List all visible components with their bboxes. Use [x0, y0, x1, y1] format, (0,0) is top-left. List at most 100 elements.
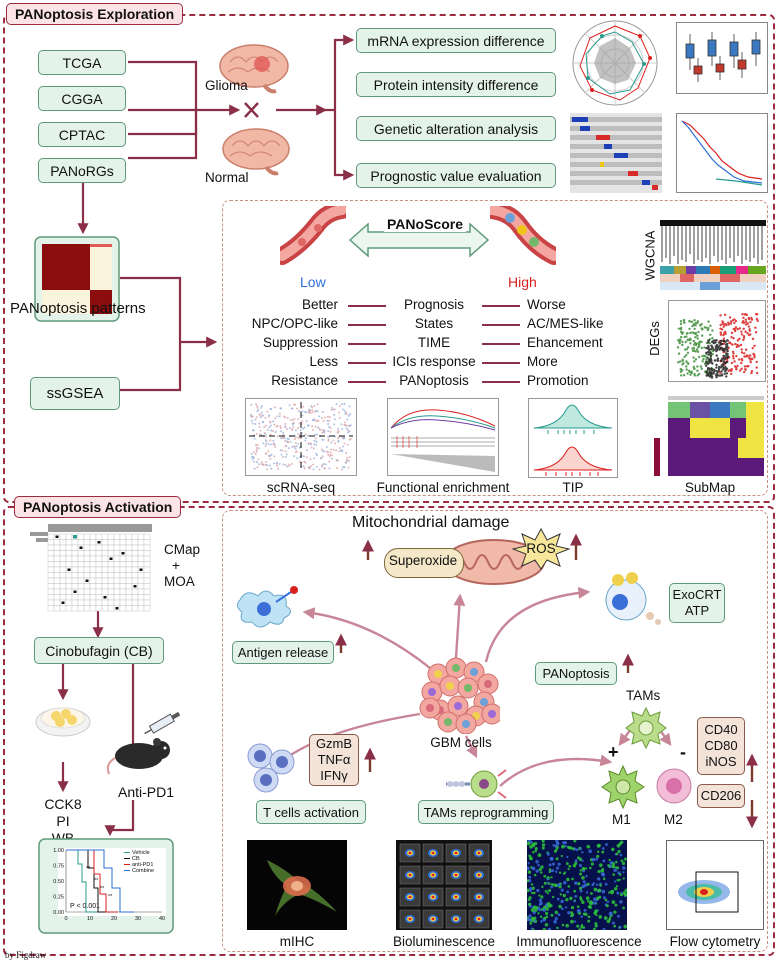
cinobufagin-box: Cinobufagin (CB) — [34, 637, 164, 664]
exocrt-label: ExoCRT — [672, 587, 722, 602]
m2-label: M2 — [664, 812, 683, 827]
bioluminescence-image — [396, 840, 492, 930]
immunofluorescence-image — [527, 840, 627, 930]
tam-cell-icon — [625, 706, 667, 750]
panel-label-tip: TIP — [562, 480, 584, 495]
km-xtick: 40 — [159, 916, 165, 922]
gsea-enrichment-plot — [387, 398, 499, 476]
score-dash-right-3 — [482, 362, 520, 364]
marker-inos: iNOS — [705, 754, 737, 769]
km-significance: ** — [86, 866, 91, 872]
dataset-panorgs: PANoRGs — [38, 158, 126, 183]
analysis-genetic: Genetic alteration analysis — [356, 116, 556, 141]
superoxide-bubble — [384, 548, 464, 578]
km-curve-1 — [66, 849, 110, 913]
tams-reprogramming-box: TAMs reprogramming — [418, 800, 554, 824]
antigen-release-box: Antigen release — [232, 641, 334, 664]
oncoprint-thumb — [570, 113, 662, 193]
km-ytick: 0.75 — [53, 864, 64, 870]
analysis-prognostic: Prognostic value evaluation — [356, 163, 556, 188]
low-label: Low — [300, 274, 326, 290]
m2-macrophage-icon — [656, 768, 692, 804]
score-right-1: AC/MES-like — [527, 316, 604, 331]
score-dash-left-4 — [348, 381, 386, 383]
mito-title: Mitochondrial damage — [352, 514, 510, 531]
low-vessel-icon — [280, 206, 346, 265]
analysis-mrna: mRNA expression difference — [356, 28, 556, 53]
km-curve-2 — [66, 849, 118, 913]
m1-macrophage-icon — [601, 764, 645, 810]
tam-reprogramming-icon — [446, 769, 507, 799]
score-dash-left-1 — [348, 324, 386, 326]
km-p-value: P < 0.001 — [70, 903, 100, 910]
glioma-label: Glioma — [205, 78, 248, 93]
score-mid-0: Prognosis — [403, 297, 465, 312]
exploration-frame — [3, 14, 775, 503]
superoxide-label: Superoxide — [388, 553, 458, 568]
degs-volcano-plot — [668, 300, 766, 382]
score-dash-left-3 — [348, 362, 386, 364]
gbm-tumor-icon — [419, 657, 500, 734]
assay-pi: PI — [56, 813, 70, 829]
score-left-3: Less — [309, 354, 338, 369]
times-icon — [244, 102, 259, 118]
score-dash-right-2 — [482, 343, 520, 345]
score-dash-left-2 — [348, 343, 386, 345]
tams-plus: + — [608, 742, 619, 762]
wgcna-dendrogram — [660, 220, 766, 290]
panoptosis-box: PANoptosis — [535, 662, 617, 685]
normal-brain-icon — [222, 128, 290, 176]
mouse-icon — [106, 738, 170, 775]
km-xtick: 10 — [87, 916, 93, 922]
score-right-4: Promotion — [527, 373, 589, 388]
km-curve-0 — [66, 849, 98, 913]
ros-star-icon — [512, 528, 570, 570]
cytokine-gzmb: GzmB — [315, 736, 353, 751]
km-significance: ** — [108, 894, 113, 900]
m1-markers-box: CD40 CD80 iNOS — [697, 717, 745, 775]
dataset-cgga: CGGA — [38, 86, 126, 111]
m2-marker-box: CD206 — [697, 784, 745, 808]
t-cells-activation-box: T cells activation — [256, 800, 366, 824]
apoptotic-cell-icon — [605, 572, 661, 625]
activation-title: PANoptosis Activation — [14, 496, 182, 518]
t-cells-icon — [247, 743, 295, 793]
km-xtick: 20 — [111, 916, 117, 922]
dendritic-cell-icon — [236, 586, 298, 628]
mihc-image — [247, 840, 347, 930]
syringe-icon — [144, 711, 181, 735]
atp-label: ATP — [684, 603, 710, 618]
moa-label: MOA — [164, 574, 195, 589]
km-xtick: 30 — [135, 916, 141, 922]
km-ytick: 0.25 — [53, 895, 64, 901]
activation-frame — [3, 506, 775, 956]
image-label-immunofluorescence: Immunofluorescence — [516, 934, 642, 949]
tams-label: TAMs — [626, 688, 661, 703]
km-significance: ** — [100, 886, 105, 892]
score-left-1: NPC/OPC-like — [251, 316, 338, 331]
degs-label: DEGs — [646, 321, 662, 356]
figdraw-credit: by Figdraw — [5, 950, 47, 960]
high-label: High — [508, 274, 537, 290]
km-ytick: 0.00 — [53, 910, 64, 916]
tams-minus: - — [680, 742, 686, 762]
submap-heatmap — [654, 392, 766, 478]
assay-cck8: CCK8 — [44, 796, 82, 812]
km-significance: ** — [94, 878, 99, 884]
panoscore-panel — [222, 200, 768, 496]
score-mid-3: ICIs response — [392, 354, 476, 369]
km-legend-label: Vehicle — [132, 850, 150, 856]
panel-label-scrna: scRNA-seq — [266, 480, 336, 495]
analysis-protein: Protein intensity difference — [356, 72, 556, 97]
exocrt-atp-box: ExoCRT ATP — [669, 583, 725, 623]
wgcna-label: WGCNA — [642, 230, 658, 281]
section1-connectors — [77, 34, 355, 392]
scrna-seq-umap — [245, 398, 357, 476]
m1-label: M1 — [612, 812, 631, 827]
image-label-flow: Flow cytometry — [669, 934, 761, 949]
survival-curve-thumb — [676, 113, 768, 193]
patterns-label: PANoptosis patterns — [10, 300, 146, 317]
dataset-cptac: CPTAC — [38, 122, 126, 147]
score-mid-4: PANoptosis — [399, 373, 469, 388]
